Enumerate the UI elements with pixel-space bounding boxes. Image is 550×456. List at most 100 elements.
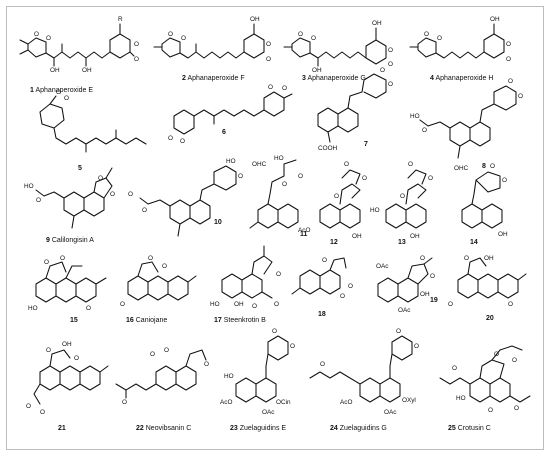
compound-16-number: 16 (126, 317, 134, 324)
c1-atom-2: O (46, 35, 51, 42)
compound-4-label: 4 Aphanaperoxide H (430, 75, 493, 82)
c24-atom-3: O (320, 361, 325, 368)
compound-15-label: 15 (70, 317, 78, 324)
compound-2-name: Aphanaperoxide F (187, 75, 244, 82)
compound-24-label: 24 Zuelaguidins G (330, 425, 387, 432)
compound-4-number: 4 (430, 75, 434, 82)
c13-atom-4: HO (370, 207, 380, 214)
compound-13-number: 13 (398, 239, 406, 246)
compound-21-number: 21 (58, 425, 66, 432)
c14-atom-1: OHC (454, 165, 469, 172)
compound-3-label: 3 Aphanaperoxide G (302, 75, 366, 82)
compound-11-label: 11 (300, 231, 308, 238)
compound-17-label: 17 Steenkrotin B (214, 317, 266, 324)
c4-atom-3: OH (490, 16, 500, 23)
compound-4-structure: O O OH O O (409, 16, 511, 63)
compound-24-name: Zuelaguidins G (340, 425, 387, 432)
c17-atom-4: O (252, 303, 257, 310)
compound-20-number: 20 (486, 315, 494, 322)
compound-19-number: 19 (430, 297, 438, 304)
figure-panel (6, 6, 544, 450)
c7-atom-1: O (380, 67, 385, 74)
compound-7-structure: O O COOH (317, 67, 393, 152)
compound-10-label: 10 (214, 219, 222, 226)
c1-atom-4: OH (82, 67, 92, 74)
compound-3-name: Aphanaperoxide G (307, 75, 365, 82)
c11-atom-3: O (282, 181, 287, 188)
c1-atom-1: O (34, 31, 39, 38)
compound-2-label: 2 Aphanaperoxide F (182, 75, 245, 82)
compound-17-structure: O HO OH O O (210, 245, 281, 310)
compound-7-number: 7 (364, 141, 368, 148)
compound-23-number: 23 (230, 425, 238, 432)
c20-atom-2: OH (484, 255, 494, 262)
c9-atom-1: HO (24, 183, 34, 190)
compound-7-label: 7 (364, 141, 368, 148)
c4-atom-1: O (424, 31, 429, 38)
compound-16-label: 16 Caniojane (126, 317, 167, 324)
c11-atom-1: OHC (252, 161, 267, 168)
compound-18-structure: O O O (291, 257, 353, 300)
c20-atom-3: O (448, 301, 453, 308)
c21-atom-3: O (74, 355, 79, 362)
compound-5-number: 5 (78, 165, 82, 172)
c22-atom-1: O (150, 351, 155, 358)
compound-6-number: 6 (222, 129, 226, 136)
c10-atom-1: HO (226, 158, 236, 165)
c8-atom-1: O (508, 78, 513, 85)
compound-5-structure: O O (39, 89, 147, 153)
c22-atom-4: O (204, 361, 209, 368)
c23-atom-1: O (272, 328, 277, 335)
compound-17-name: Steenkrotin B (224, 317, 266, 324)
compound-21-structure: OH O O O O (26, 341, 109, 416)
c19-atom-1: OAc (376, 263, 389, 270)
c6-atom-1: O (168, 135, 173, 142)
compound-25-structure: O O O HO O O (439, 345, 531, 414)
c6-atom-4: O (282, 85, 287, 92)
compound-25-number: 25 (448, 425, 456, 432)
compound-16-structure: O O O (120, 255, 197, 308)
c16-atom-2: O (162, 263, 167, 270)
compound-24-structure: O O O AcO OAc OXyl (309, 328, 419, 416)
c25-atom-2: O (494, 351, 499, 358)
c2-atom-5: O (266, 56, 271, 63)
compound-24-number: 24 (330, 425, 338, 432)
compound-9-label: 9 Calilongisin A (46, 237, 94, 244)
compound-18-number: 18 (318, 311, 326, 318)
c9-atom-4: O (110, 191, 115, 198)
c12-atom-4: AcO (298, 227, 310, 234)
c2-atom-2: O (181, 35, 186, 42)
c23-atom-2: O (290, 343, 295, 350)
c12-atom-5: OH (352, 233, 362, 240)
c19-atom-3: O (430, 273, 435, 280)
c16-atom-1: O (148, 255, 153, 262)
c8-atom-4: O (422, 127, 427, 134)
c24-atom-5: OAc (384, 409, 397, 416)
c21-atom-1: OH (62, 341, 72, 348)
c5-atom-2: O (64, 95, 69, 102)
c25-atom-4: HO (456, 395, 466, 402)
compound-22-label: 22 Neovibsanin C (136, 425, 191, 432)
compound-12-number: 12 (330, 239, 338, 246)
compound-8-structure: O O HO O (410, 78, 523, 159)
c19-atom-2: O (420, 255, 425, 262)
c12-atom-3: O (334, 193, 339, 200)
c15-atom-3: O (86, 305, 91, 312)
compound-23-label: 23 Zuelaguidins E (230, 425, 286, 432)
c3-atom-1: O (298, 31, 303, 38)
compound-3-number: 3 (302, 75, 306, 82)
c2-atom-4: O (266, 41, 271, 48)
compound-6-structure: O O O O (168, 84, 293, 145)
compound-17-number: 17 (214, 317, 222, 324)
c11-atom-4: O (298, 173, 303, 180)
c21-atom-5: O (40, 409, 45, 416)
compound-14-label: 14 (470, 239, 478, 246)
c19-atom-5: OAc (398, 307, 411, 314)
c25-atom-6: O (514, 405, 519, 412)
c1-atom-6: O (134, 56, 139, 63)
compound-19-structure: OAc O O OH OAc (376, 255, 435, 314)
c1-atom-3: OH (50, 67, 60, 74)
compound-25-label: 25 Crotusin C (448, 425, 491, 432)
